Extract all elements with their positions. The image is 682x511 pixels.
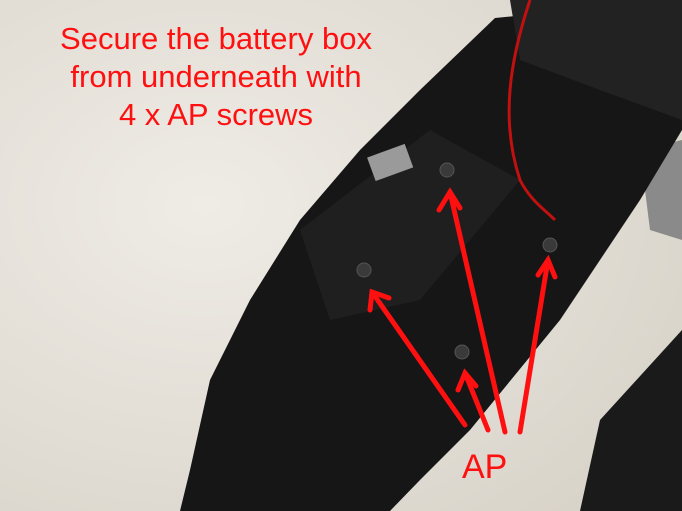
caption-line-2: from underneath with <box>70 59 362 94</box>
plastic-highlight <box>300 130 520 320</box>
red-wire <box>507 0 557 222</box>
caption-line-1: Secure the battery box <box>60 21 372 56</box>
arrowhead-bottom <box>455 368 479 393</box>
battery-box-top <box>510 0 682 120</box>
caption-line-3: 4 x AP screws <box>118 97 314 132</box>
arrowhead-left <box>367 288 392 313</box>
instruction-caption: Secure the battery box from underneath w… <box>0 20 432 134</box>
annotation-arrows <box>367 187 558 435</box>
arrow-to-right-screw <box>517 257 551 435</box>
screw-left <box>356 262 372 278</box>
arrow-to-top-screw <box>447 189 508 435</box>
ap-screw-label: AP <box>462 448 508 486</box>
arrowhead-top <box>436 187 463 213</box>
screw-top <box>439 162 455 178</box>
screws <box>356 162 558 360</box>
arrowhead-right <box>535 254 558 280</box>
screw-bottom <box>454 344 470 360</box>
arrow-to-bottom-screw <box>462 370 491 433</box>
arrow-to-left-screw <box>369 289 468 428</box>
screw-right <box>542 237 558 253</box>
metal-tab <box>367 143 414 182</box>
lower-right-part <box>580 330 682 511</box>
